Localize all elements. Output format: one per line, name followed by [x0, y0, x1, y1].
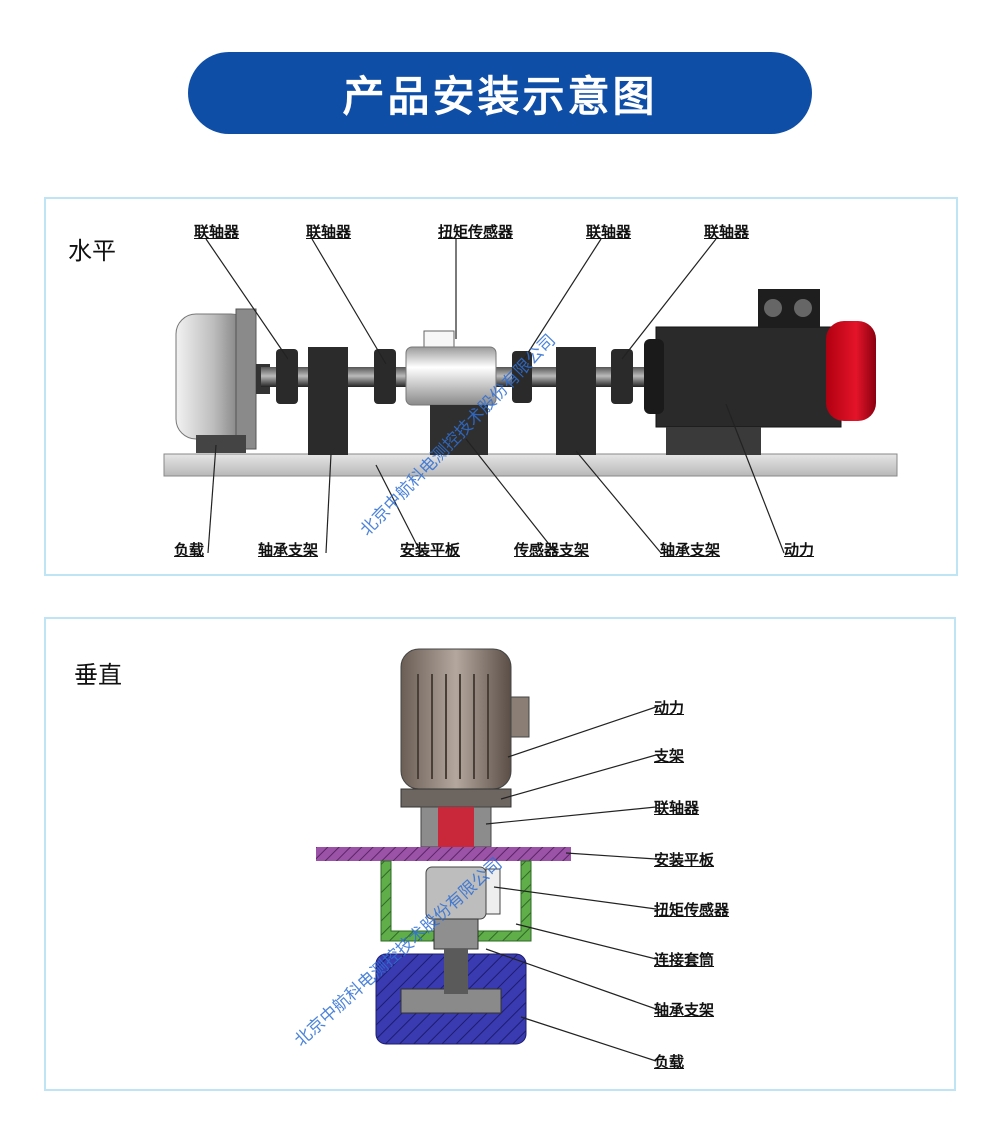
vertical-motor-shape — [400, 648, 530, 808]
horizontal-install-panel: 水平 — [44, 197, 958, 576]
vertical-title: 垂直 — [74, 661, 122, 689]
coupling-4-shape — [611, 349, 633, 404]
horizontal-title: 水平 — [68, 237, 116, 265]
coupling-1-shape — [276, 349, 298, 404]
vertical-install-panel: 垂直 — [44, 617, 956, 1091]
bearing-support-1-shape — [308, 347, 348, 455]
label-coupling-4: 联轴器 — [704, 223, 750, 241]
vertical-housing-shape — [380, 860, 532, 942]
torque-sensor-shape — [405, 330, 497, 455]
mounting-plate-shape — [163, 453, 898, 477]
vlabel-power: 动力 — [654, 699, 685, 717]
vertical-coupling-shape — [438, 807, 474, 847]
horizontal-install-drawing — [163, 238, 898, 554]
label-coupling-2: 联轴器 — [306, 223, 352, 241]
vertical-leader-lines — [485, 706, 657, 1062]
vlabel-bracket: 支架 — [654, 747, 685, 765]
label-bearing-support-1: 轴承支架 — [258, 541, 319, 559]
label-bearing-support-2: 轴承支架 — [660, 541, 721, 559]
coupling-3-shape — [512, 351, 532, 403]
bearing-support-2-shape — [556, 347, 596, 455]
vertical-install-drawing — [316, 648, 657, 1062]
vlabel-coupling: 联轴器 — [654, 799, 700, 817]
motor-unit — [644, 289, 876, 455]
label-mounting-plate: 安装平板 — [400, 541, 461, 559]
label-power: 动力 — [784, 541, 815, 559]
vlabel-torque-sensor: 扭矩传感器 — [654, 901, 730, 919]
horizontal-leader-lines — [205, 238, 785, 554]
label-coupling-1: 联轴器 — [194, 223, 240, 241]
label-coupling-3: 联轴器 — [586, 223, 632, 241]
title-banner: 产品安装示意图 — [188, 52, 812, 134]
vlabel-mounting-plate: 安装平板 — [654, 851, 715, 869]
label-sensor-bracket: 传感器支架 — [514, 541, 590, 559]
load-unit — [175, 308, 270, 453]
coupling-2-shape — [374, 349, 396, 404]
label-torque-sensor: 扭矩传感器 — [438, 223, 514, 241]
vlabel-load: 负载 — [654, 1053, 685, 1071]
page-title: 产品安装示意图 — [342, 71, 658, 121]
vlabel-sleeve: 连接套筒 — [654, 951, 715, 969]
sensor-bracket-shape — [430, 405, 488, 455]
vlabel-bearing-support: 轴承支架 — [654, 1001, 715, 1019]
vertical-mounting-plate-shape — [316, 847, 571, 861]
label-load: 负载 — [174, 541, 205, 559]
